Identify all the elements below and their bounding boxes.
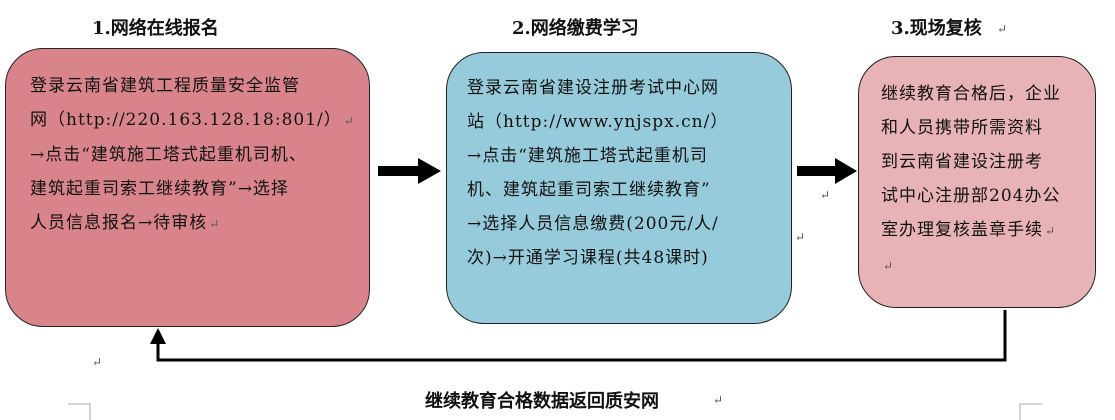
return-mark: ↵ bbox=[795, 230, 806, 244]
step-2-line: 机、建筑起重司索工继续教育” bbox=[467, 180, 711, 200]
step-1-line: →点击“建筑施工塔式起重机司机、 bbox=[30, 145, 307, 165]
step-2-line: 次)→开通学习课程(共48课时) bbox=[467, 248, 709, 268]
step-3-box: 继续教育合格后，企业 和人员携带所需资料 到云南省建设注册考 试中心注册部204… bbox=[858, 56, 1096, 308]
step-3-line: ↵ bbox=[881, 248, 1087, 283]
return-line bbox=[156, 310, 1007, 362]
step-2-title: 2.网络缴费学习 bbox=[512, 18, 639, 39]
step-1-line: 登录云南省建筑工程质量安全监管 bbox=[30, 76, 300, 96]
step-3-line: 室办理复核盖章手续↵ bbox=[881, 220, 1056, 240]
return-mark: ↵ bbox=[820, 188, 831, 202]
return-mark: ↵ bbox=[343, 114, 354, 128]
corner-mark bbox=[1019, 403, 1042, 420]
step-3-line: 继续教育合格后，企业 bbox=[881, 84, 1061, 104]
step-3-line: 到云南省建设注册考 bbox=[881, 152, 1043, 172]
return-mark: ↵ bbox=[209, 217, 220, 231]
return-mark: ↵ bbox=[92, 355, 103, 369]
return-mark: ↵ bbox=[713, 393, 724, 407]
step-2-line: →点击“建筑施工塔式起重机司 bbox=[467, 146, 708, 166]
return-caption: 继续教育合格数据返回质安网 bbox=[425, 391, 659, 412]
step-1-line: 建筑起重司索工继续教育”→选择 bbox=[30, 179, 289, 199]
return-mark: ↵ bbox=[1045, 224, 1056, 238]
step-1-box: 登录云南省建筑工程质量安全监管 网（http://220.163.128.18:… bbox=[5, 48, 370, 327]
step-2-line: 登录云南省建设注册考试中心网 bbox=[467, 78, 719, 98]
step-3-line: 和人员携带所需资料 bbox=[881, 118, 1043, 138]
corner-mark bbox=[68, 403, 91, 420]
step-2-box: 登录云南省建设注册考试中心网 站（http://www.ynjspx.cn/） … bbox=[446, 52, 792, 324]
step-1-line: 网（http://220.163.128.18:801/）↵ bbox=[30, 110, 354, 130]
return-mark: ↵ bbox=[997, 22, 1008, 36]
step-3-line: 试中心注册部204办公 bbox=[881, 186, 1061, 206]
return-mark: ↵ bbox=[883, 259, 894, 273]
step-2-line: →选择人员信息缴费(200元/人/ bbox=[467, 214, 719, 234]
step-1-title: 1.网络在线报名 bbox=[92, 18, 219, 39]
return-arrowhead-icon bbox=[150, 328, 166, 344]
step-2-line: 站（http://www.ynjspx.cn/） bbox=[467, 112, 729, 132]
step-3-title: 3.现场复核 bbox=[891, 18, 982, 39]
arrow-2-to-3-icon bbox=[797, 158, 857, 184]
arrow-1-to-2-icon bbox=[378, 158, 441, 184]
step-1-line: 人员信息报名→待审核↵ bbox=[30, 213, 220, 233]
